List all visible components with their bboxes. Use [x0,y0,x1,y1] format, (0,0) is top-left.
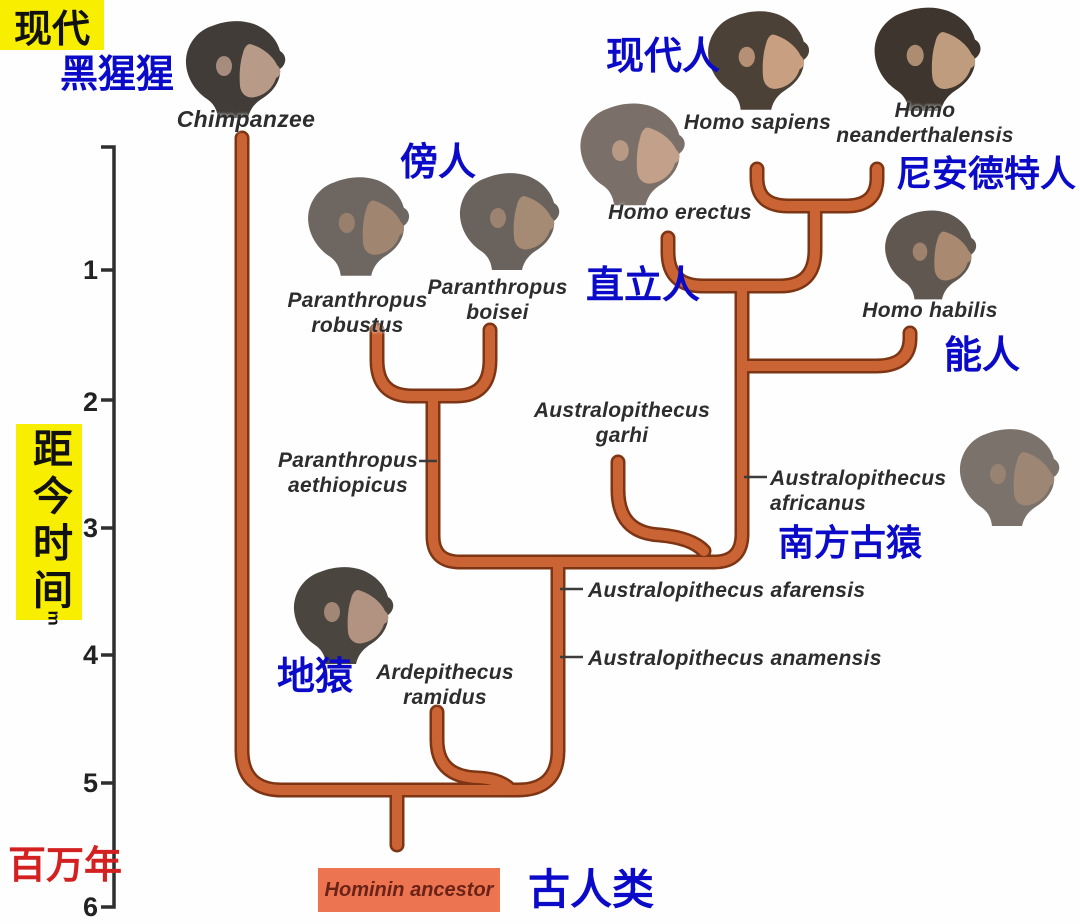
chimpanzee-head-illustration [176,14,296,124]
homo-sapiens-head-illustration [698,4,820,116]
label-line: ramidus [403,686,487,709]
axis-top-label-modern: 现代 [0,0,104,51]
axis-tick-6: 6 [82,892,98,922]
axis-tick-5: 5 [82,768,98,798]
label-line: Paranthropus [427,276,568,299]
label-homo-erectus: Homo erectus [608,201,752,224]
cn-label-paranthropus: 傍人 [400,142,477,184]
cn-label-neanderthalensis: 尼安德特人 [896,153,1077,194]
label-australopithecus-garhi: Australopithecus garhi [517,398,727,448]
homo-neanderthalensis-head-illustration [864,0,992,117]
label-line: Australopithecus [533,399,711,422]
label-homo-sapiens: Homo sapiens [683,111,832,134]
axis-side-label-text: 距今时间 [27,428,71,616]
label-line: aethiopicus [288,474,408,497]
label-line: Paranthropus [287,289,428,312]
cn-label-hominin-ancestor: 古人类 [528,866,655,913]
label-line: robustus [311,314,404,337]
axis-tick-4: 4 [82,640,98,670]
label-line: garhi [595,424,649,447]
ardepithecus-ramidus-head-illustration [284,560,404,670]
label-australopithecus-afarensis: Australopithecus afarensis [588,579,866,602]
homo-erectus-head-illustration [570,96,696,212]
hominin-ancestor-label: Hominin ancestor [324,878,494,901]
cn-label-australopithecus: 南方古猿 [778,522,923,563]
label-ardepithecus-ramidus: Ardepithecus ramidus [340,660,550,710]
paranthropus-boisei-head-illustration [450,166,570,276]
axis-rotated-m-glyph: m [44,610,64,626]
label-paranthropus-boisei: Paranthropus boisei [395,275,600,325]
label-line: boisei [466,301,529,324]
axis-top-label-text: 现代 [13,8,90,51]
axis-tick-3: 3 [82,513,98,543]
label-line: africanus [770,492,867,515]
paranthropus-robustus-head-illustration [298,170,420,282]
axis-side-label-time-before-present: 距今时间 [16,424,82,620]
cn-label-homo-sapiens: 现代人 [606,36,721,78]
label-australopithecus-africanus: Australopithecus africanus [770,466,990,516]
axis-tick-1: 1 [82,255,98,285]
time-axis [101,145,116,909]
axis-tick-2: 2 [82,387,98,417]
label-paranthropus-robustus: Paranthropus robustus [255,288,460,338]
label-line: Homo [894,99,956,122]
label-line: Australopithecus [770,467,947,490]
label-australopithecus-anamensis: Australopithecus anamensis [588,647,882,670]
australopithecus-africanus-head-illustration [950,422,1070,532]
label-homo-habilis: Homo habilis [862,299,998,322]
label-paranthropus-aethiopicus: Paranthropus aethiopicus [248,448,448,498]
hominin-ancestor-box: Hominin ancestor [318,868,500,912]
label-chimpanzee: Chimpanzee [176,106,316,132]
homo-habilis-head-illustration [876,204,986,305]
label-line: Ardepithecus [376,661,514,684]
cn-label-ardepithecus: 地猿 [277,656,354,698]
cn-label-homo-habilis: 能人 [944,335,1021,377]
label-line: neanderthalensis [836,124,1014,147]
label-pointer-lines [419,459,767,659]
label-homo-neanderthalensis: Homo neanderthalensis [820,98,1030,148]
axis-unit-label-million-years: 百万年 [8,845,123,887]
cn-label-homo-erectus: 直立人 [586,265,701,307]
label-line: Paranthropus [277,449,419,472]
cn-label-chimpanzee: 黑猩猩 [60,54,175,96]
